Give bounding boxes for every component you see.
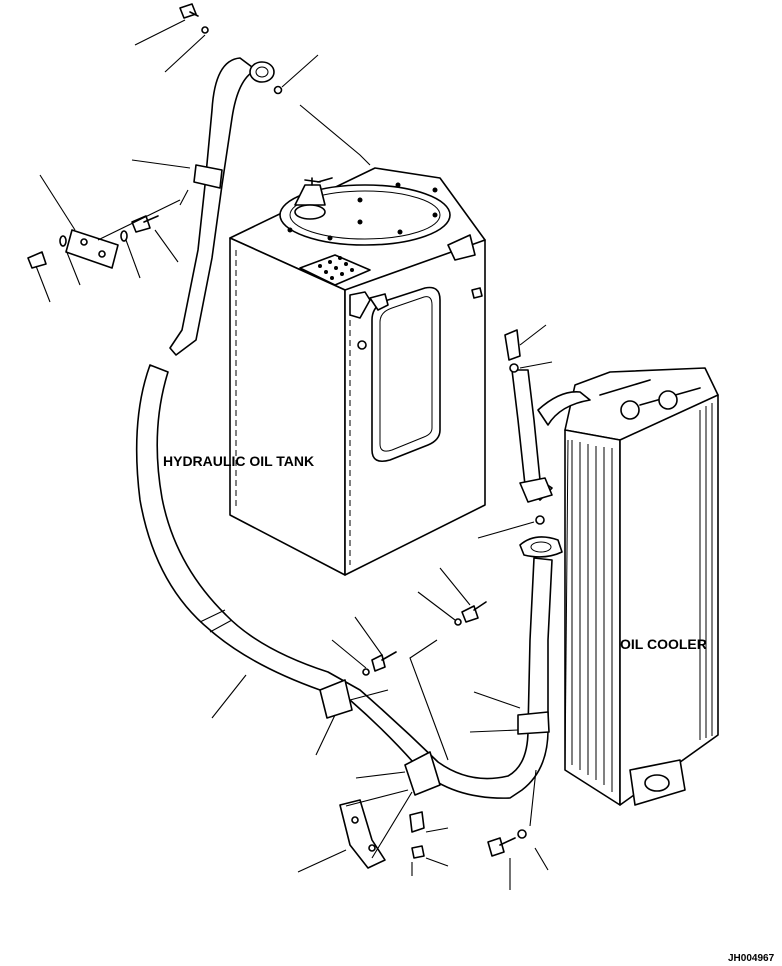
upper-hose: [169, 3, 283, 356]
leader-lines: [35, 19, 553, 890]
cooler-inlet-tube: [504, 329, 591, 503]
lower-hardware: [339, 601, 527, 869]
oil-cooler-label: OIL COOLER: [620, 636, 707, 652]
oil-cooler: [564, 367, 719, 806]
drawing-code: JH004967: [728, 953, 775, 964]
return-hose: [135, 364, 563, 799]
bracket-plate: [27, 215, 159, 269]
hydraulic-oil-tank: [229, 167, 486, 576]
hydraulic-oil-tank-label: HYDRAULIC OIL TANK: [163, 453, 314, 469]
